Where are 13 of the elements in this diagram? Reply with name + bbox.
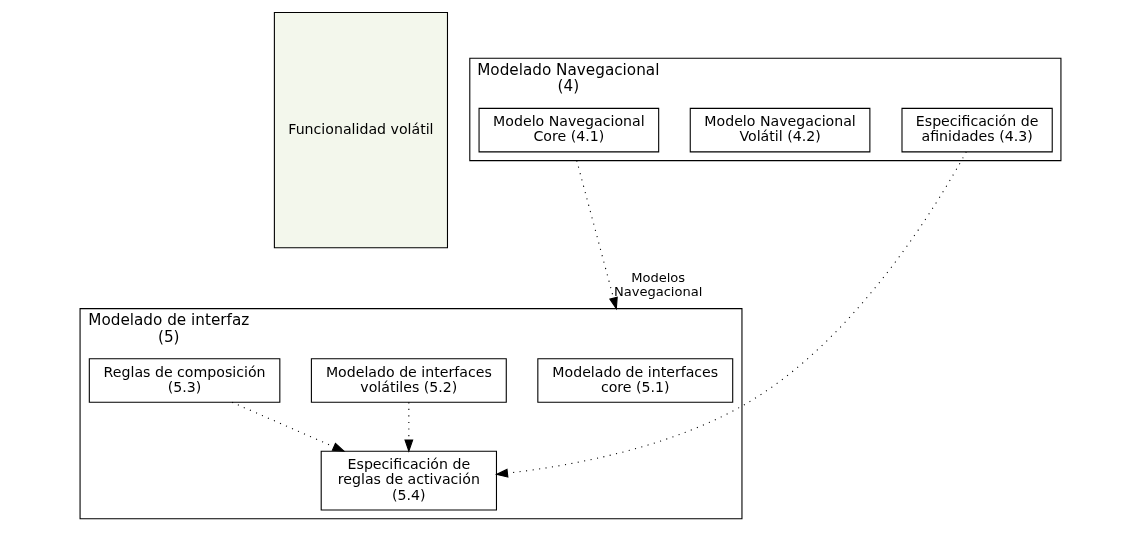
arrow (404, 401, 414, 453)
node-box: Reglas de composición (5.3) (88, 358, 281, 403)
edge-label: Modelos Navegacional (613, 270, 703, 300)
node-box: Modelado de interfaces volátiles (5.2) (310, 358, 507, 403)
arrow (576, 160, 618, 311)
node-box: Especificación de afinidades (4.3) (901, 107, 1053, 153)
node-box: Funcionalidad volátil (273, 12, 449, 249)
arrow (231, 401, 346, 452)
node-box: Modelado de interfaces core (5.1) (537, 358, 734, 403)
node-box: Modelo Navegacional Core (4.1) (478, 107, 660, 153)
node-box: Modelo Navegacional Volátil (4.2) (689, 107, 871, 153)
arrow (494, 151, 967, 478)
node-box: Especificación de reglas de activación (5.4) (320, 450, 497, 511)
